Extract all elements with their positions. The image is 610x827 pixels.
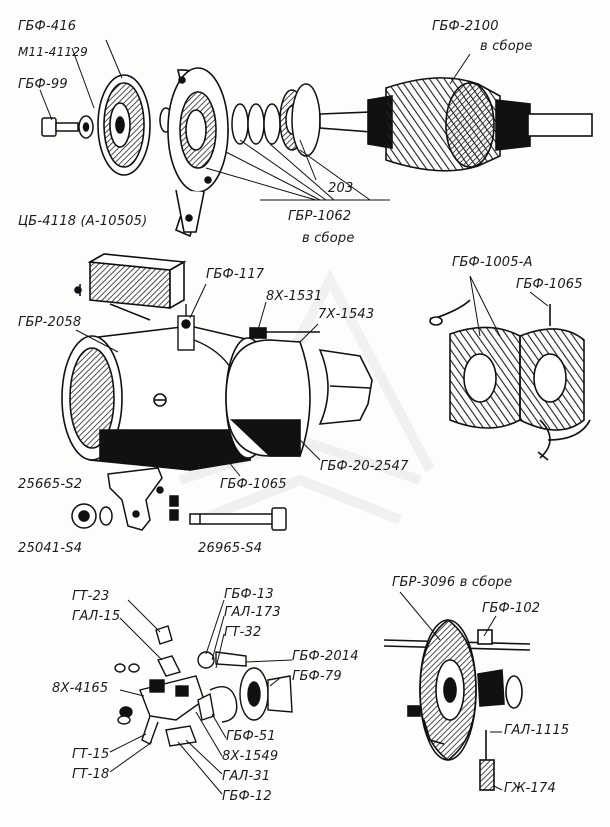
label-gal-1115: ГАЛ-1115 — [504, 723, 570, 738]
label-gal-31: ГАЛ-31 — [222, 769, 271, 784]
cover-band-gbf-20-2547 — [318, 348, 373, 425]
label-gbf-1065: ГБФ-1065 — [220, 477, 287, 492]
label-gal-15: ГАЛ-15 — [72, 609, 121, 624]
label-gbf-2014: ГБФ-2014 — [292, 649, 359, 664]
label-gbf-51: ГБФ-51 — [226, 729, 276, 744]
label-gbf-99: ГБФ-99 — [18, 77, 68, 92]
armature-gbf-2100 — [319, 77, 593, 172]
bolt-gbf-99 — [41, 117, 79, 137]
label-gbr-1062-sub: в сборе — [302, 231, 355, 246]
label-gzh-174: ГЖ-174 — [504, 781, 556, 796]
label-gt-18: ГТ-18 — [72, 767, 110, 782]
label-gbf-416: ГБФ-416 — [18, 19, 77, 34]
label-gbr-2058: ГБР-2058 — [18, 315, 82, 330]
label-m11-41129: М11-41129 — [18, 45, 88, 59]
housing-gbr-2058 — [61, 325, 251, 471]
nut-25041-s4 — [71, 503, 113, 529]
nut-m11-41129 — [78, 115, 94, 139]
label-8x-1549: 8Х-1549 — [222, 749, 279, 764]
leader-lines-top — [39, 39, 471, 201]
bolt-26965-s4 — [189, 507, 287, 531]
label-gbf-2100: ГБФ-2100 — [432, 19, 499, 34]
brush-holder-parts — [114, 625, 293, 747]
label-203: 203 — [328, 181, 354, 196]
label-gt-15: ГТ-15 — [72, 747, 110, 762]
label-gbf-1005-a: ГБФ-1005-А — [452, 255, 533, 270]
label-cb-4118: ЦБ-4118 (А-10505) — [18, 214, 148, 229]
label-gbf-1065-top: ГБФ-1065 — [516, 277, 583, 292]
label-gbf-13: ГБФ-13 — [224, 587, 274, 602]
label-25665-s2: 25665-S2 — [18, 477, 83, 492]
label-gbf-12: ГБФ-12 — [222, 789, 272, 804]
leader-lines-mid — [75, 275, 549, 477]
leader-lines-brush — [109, 599, 293, 795]
label-gt-23: ГТ-23 — [72, 589, 110, 604]
label-gt-32: ГТ-32 — [224, 625, 262, 640]
bracket-25665-s2 — [107, 467, 179, 531]
field-coils-gbf-1005-a — [429, 299, 591, 461]
band-8x-1531 — [225, 327, 320, 459]
label-gbf-102: ГБФ-102 — [482, 601, 541, 616]
label-8x-4165: 8Х-4165 — [52, 681, 109, 696]
label-gbf-20-2547: ГБФ-20-2547 — [320, 459, 409, 474]
relay-cb-4118 — [74, 253, 187, 321]
label-gbf-79: ГБФ-79 — [292, 669, 342, 684]
label-gal-173: ГАЛ-173 — [224, 605, 281, 620]
label-25041-s4: 25041-S4 — [18, 541, 83, 556]
drive-end-cover — [167, 67, 229, 238]
label-gbf-117: ГБФ-117 — [206, 267, 265, 282]
pulley-gbf-416 — [97, 74, 151, 176]
label-gbf-2100-sub: в сборе — [480, 39, 533, 54]
label-7x-1543: 7Х-1543 — [318, 307, 375, 322]
leader-lines-comm — [399, 591, 503, 791]
label-26965-s4: 26965-S4 — [198, 541, 263, 556]
commutator-end-gbr-3096 — [383, 619, 531, 791]
label-8x-1531: 8Х-1531 — [266, 289, 323, 304]
bearing-washers-203 — [231, 83, 321, 157]
label-gbr-3096: ГБР-3096 в сборе — [392, 575, 513, 590]
label-gbr-1062: ГБР-1062 — [288, 209, 352, 224]
